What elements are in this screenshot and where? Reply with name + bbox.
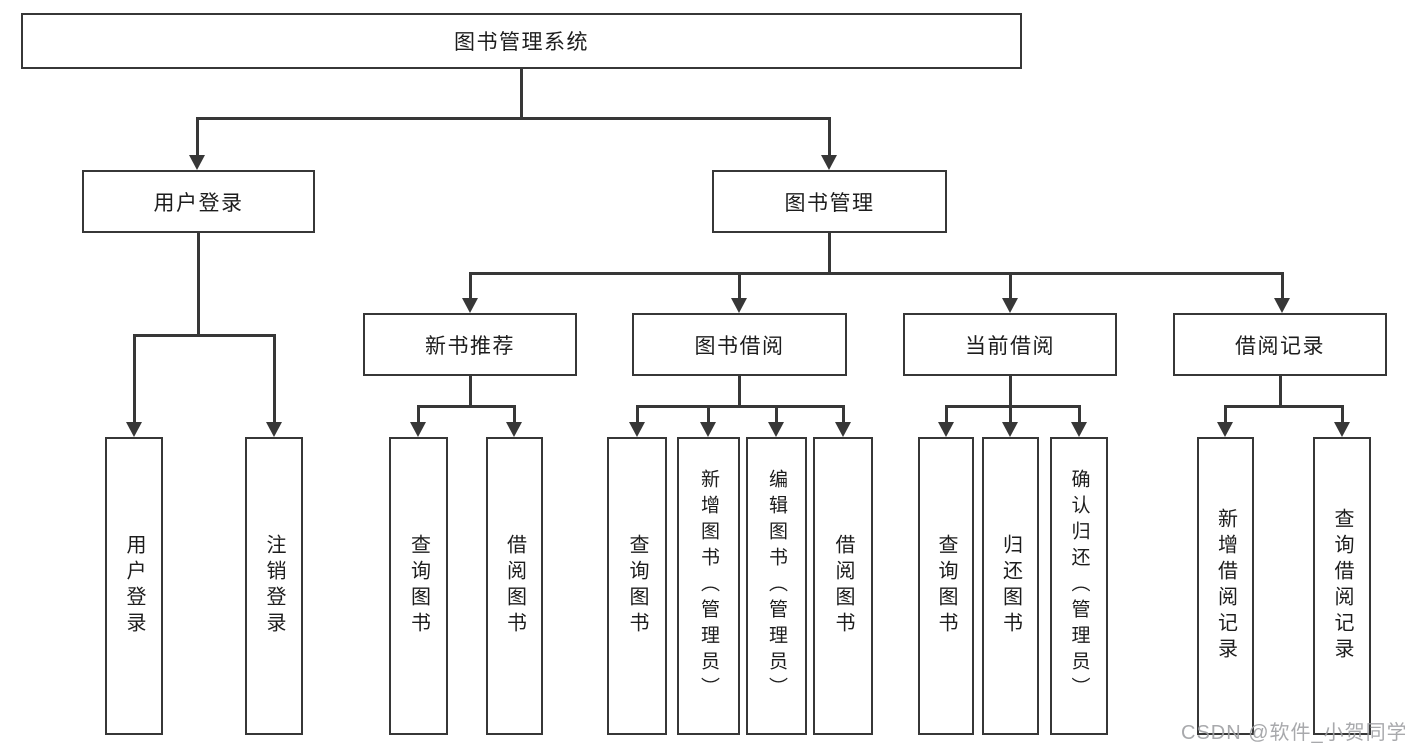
- connector-line: [738, 272, 741, 300]
- node-label: 查询图书: [407, 534, 430, 638]
- leaf-current-query-books: 查询图书: [918, 437, 974, 735]
- arrow-down-icon: [835, 422, 851, 437]
- connector-line: [513, 405, 516, 425]
- connector-line: [417, 405, 516, 408]
- node-label: 查询图书: [935, 534, 957, 638]
- connector-line: [1009, 405, 1012, 425]
- connector-line: [636, 405, 639, 425]
- connector-line: [775, 405, 778, 425]
- arrow-down-icon: [768, 422, 784, 437]
- node-label: 查询借阅记录: [1331, 508, 1353, 664]
- connector-line: [469, 272, 1283, 275]
- node-label: 当前借阅: [965, 334, 1055, 358]
- connector-line: [945, 405, 1080, 408]
- leaf-record-add-borrow-record: 新增借阅记录: [1197, 437, 1254, 735]
- node-label: 确认归还（管理员）: [1068, 469, 1090, 703]
- arrow-down-icon: [821, 155, 837, 170]
- connector-line: [828, 233, 831, 274]
- arrow-down-icon: [1002, 422, 1018, 437]
- arrow-down-icon: [1334, 422, 1350, 437]
- node-user-login: 用户登录: [82, 170, 315, 233]
- arrow-down-icon: [410, 422, 426, 437]
- node-label: 借阅图书: [503, 534, 526, 638]
- node-label: 新增图书（管理员）: [698, 469, 719, 703]
- connector-line: [197, 233, 200, 335]
- connector-line: [133, 334, 275, 337]
- connector-line: [945, 405, 948, 425]
- arrow-down-icon: [700, 422, 716, 437]
- leaf-newbook-borrow-books: 借阅图书: [486, 437, 543, 735]
- connector-line: [417, 405, 420, 425]
- leaf-logout: 注销登录: [245, 437, 303, 735]
- node-label: 图书管理: [784, 191, 875, 215]
- node-new-book-recommendation: 新书推荐: [363, 313, 577, 376]
- node-label: 新书推荐: [425, 334, 515, 358]
- leaf-borrowing-query-books: 查询图书: [607, 437, 667, 735]
- connector-line: [738, 376, 741, 407]
- connector-line: [1009, 272, 1012, 300]
- node-label: 查询图书: [626, 534, 648, 638]
- connector-line: [707, 405, 710, 425]
- node-label: 用户登录: [123, 534, 145, 638]
- node-library-management-system: 图书管理系统: [21, 13, 1022, 69]
- connector-line: [273, 334, 276, 424]
- arrow-down-icon: [126, 422, 142, 437]
- connector-line: [828, 117, 831, 157]
- connector-line: [133, 334, 136, 424]
- leaf-record-query-borrow-record: 查询借阅记录: [1313, 437, 1371, 735]
- arrow-down-icon: [731, 298, 747, 313]
- connector-line: [469, 376, 472, 407]
- node-label: 新增借阅记录: [1214, 508, 1237, 664]
- node-book-borrowing: 图书借阅: [632, 313, 847, 376]
- arrow-down-icon: [1002, 298, 1018, 313]
- node-current-borrowing: 当前借阅: [903, 313, 1117, 376]
- connector-line: [842, 405, 845, 425]
- leaf-user-login: 用户登录: [105, 437, 163, 735]
- arrow-down-icon: [1071, 422, 1087, 437]
- leaf-newbook-query-books: 查询图书: [389, 437, 448, 735]
- node-label: 用户登录: [153, 191, 244, 215]
- leaf-current-return-books: 归还图书: [982, 437, 1039, 735]
- node-label: 注销登录: [263, 534, 285, 638]
- node-book-management: 图书管理: [712, 170, 947, 233]
- arrow-down-icon: [266, 422, 282, 437]
- node-label: 借阅图书: [832, 534, 854, 638]
- leaf-current-confirm-return-admin: 确认归还（管理员）: [1050, 437, 1108, 735]
- connector-line: [196, 117, 199, 157]
- connector-line: [1078, 405, 1081, 425]
- arrow-down-icon: [189, 155, 205, 170]
- arrow-down-icon: [629, 422, 645, 437]
- connector-line: [469, 272, 472, 300]
- node-borrowing-records: 借阅记录: [1173, 313, 1387, 376]
- arrow-down-icon: [1217, 422, 1233, 437]
- connector-line: [1341, 405, 1344, 425]
- arrow-down-icon: [506, 422, 522, 437]
- node-label: 借阅记录: [1235, 334, 1325, 358]
- connector-line: [1279, 376, 1282, 407]
- node-label: 图书管理系统: [454, 31, 589, 54]
- connector-line: [520, 69, 523, 118]
- connector-line: [1224, 405, 1227, 425]
- connector-line: [196, 117, 831, 120]
- arrow-down-icon: [462, 298, 478, 313]
- leaf-borrowing-borrow-books: 借阅图书: [813, 437, 873, 735]
- connector-line: [1009, 376, 1012, 407]
- connector-line: [636, 405, 844, 408]
- node-label: 归还图书: [999, 534, 1022, 638]
- arrow-down-icon: [938, 422, 954, 437]
- arrow-down-icon: [1274, 298, 1290, 313]
- node-label: 编辑图书（管理员）: [766, 469, 787, 703]
- connector-line: [1224, 405, 1344, 408]
- node-label: 图书借阅: [694, 334, 785, 358]
- leaf-borrowing-edit-books-admin: 编辑图书（管理员）: [746, 437, 807, 735]
- connector-line: [1281, 272, 1284, 300]
- leaf-borrowing-add-books-admin: 新增图书（管理员）: [677, 437, 740, 735]
